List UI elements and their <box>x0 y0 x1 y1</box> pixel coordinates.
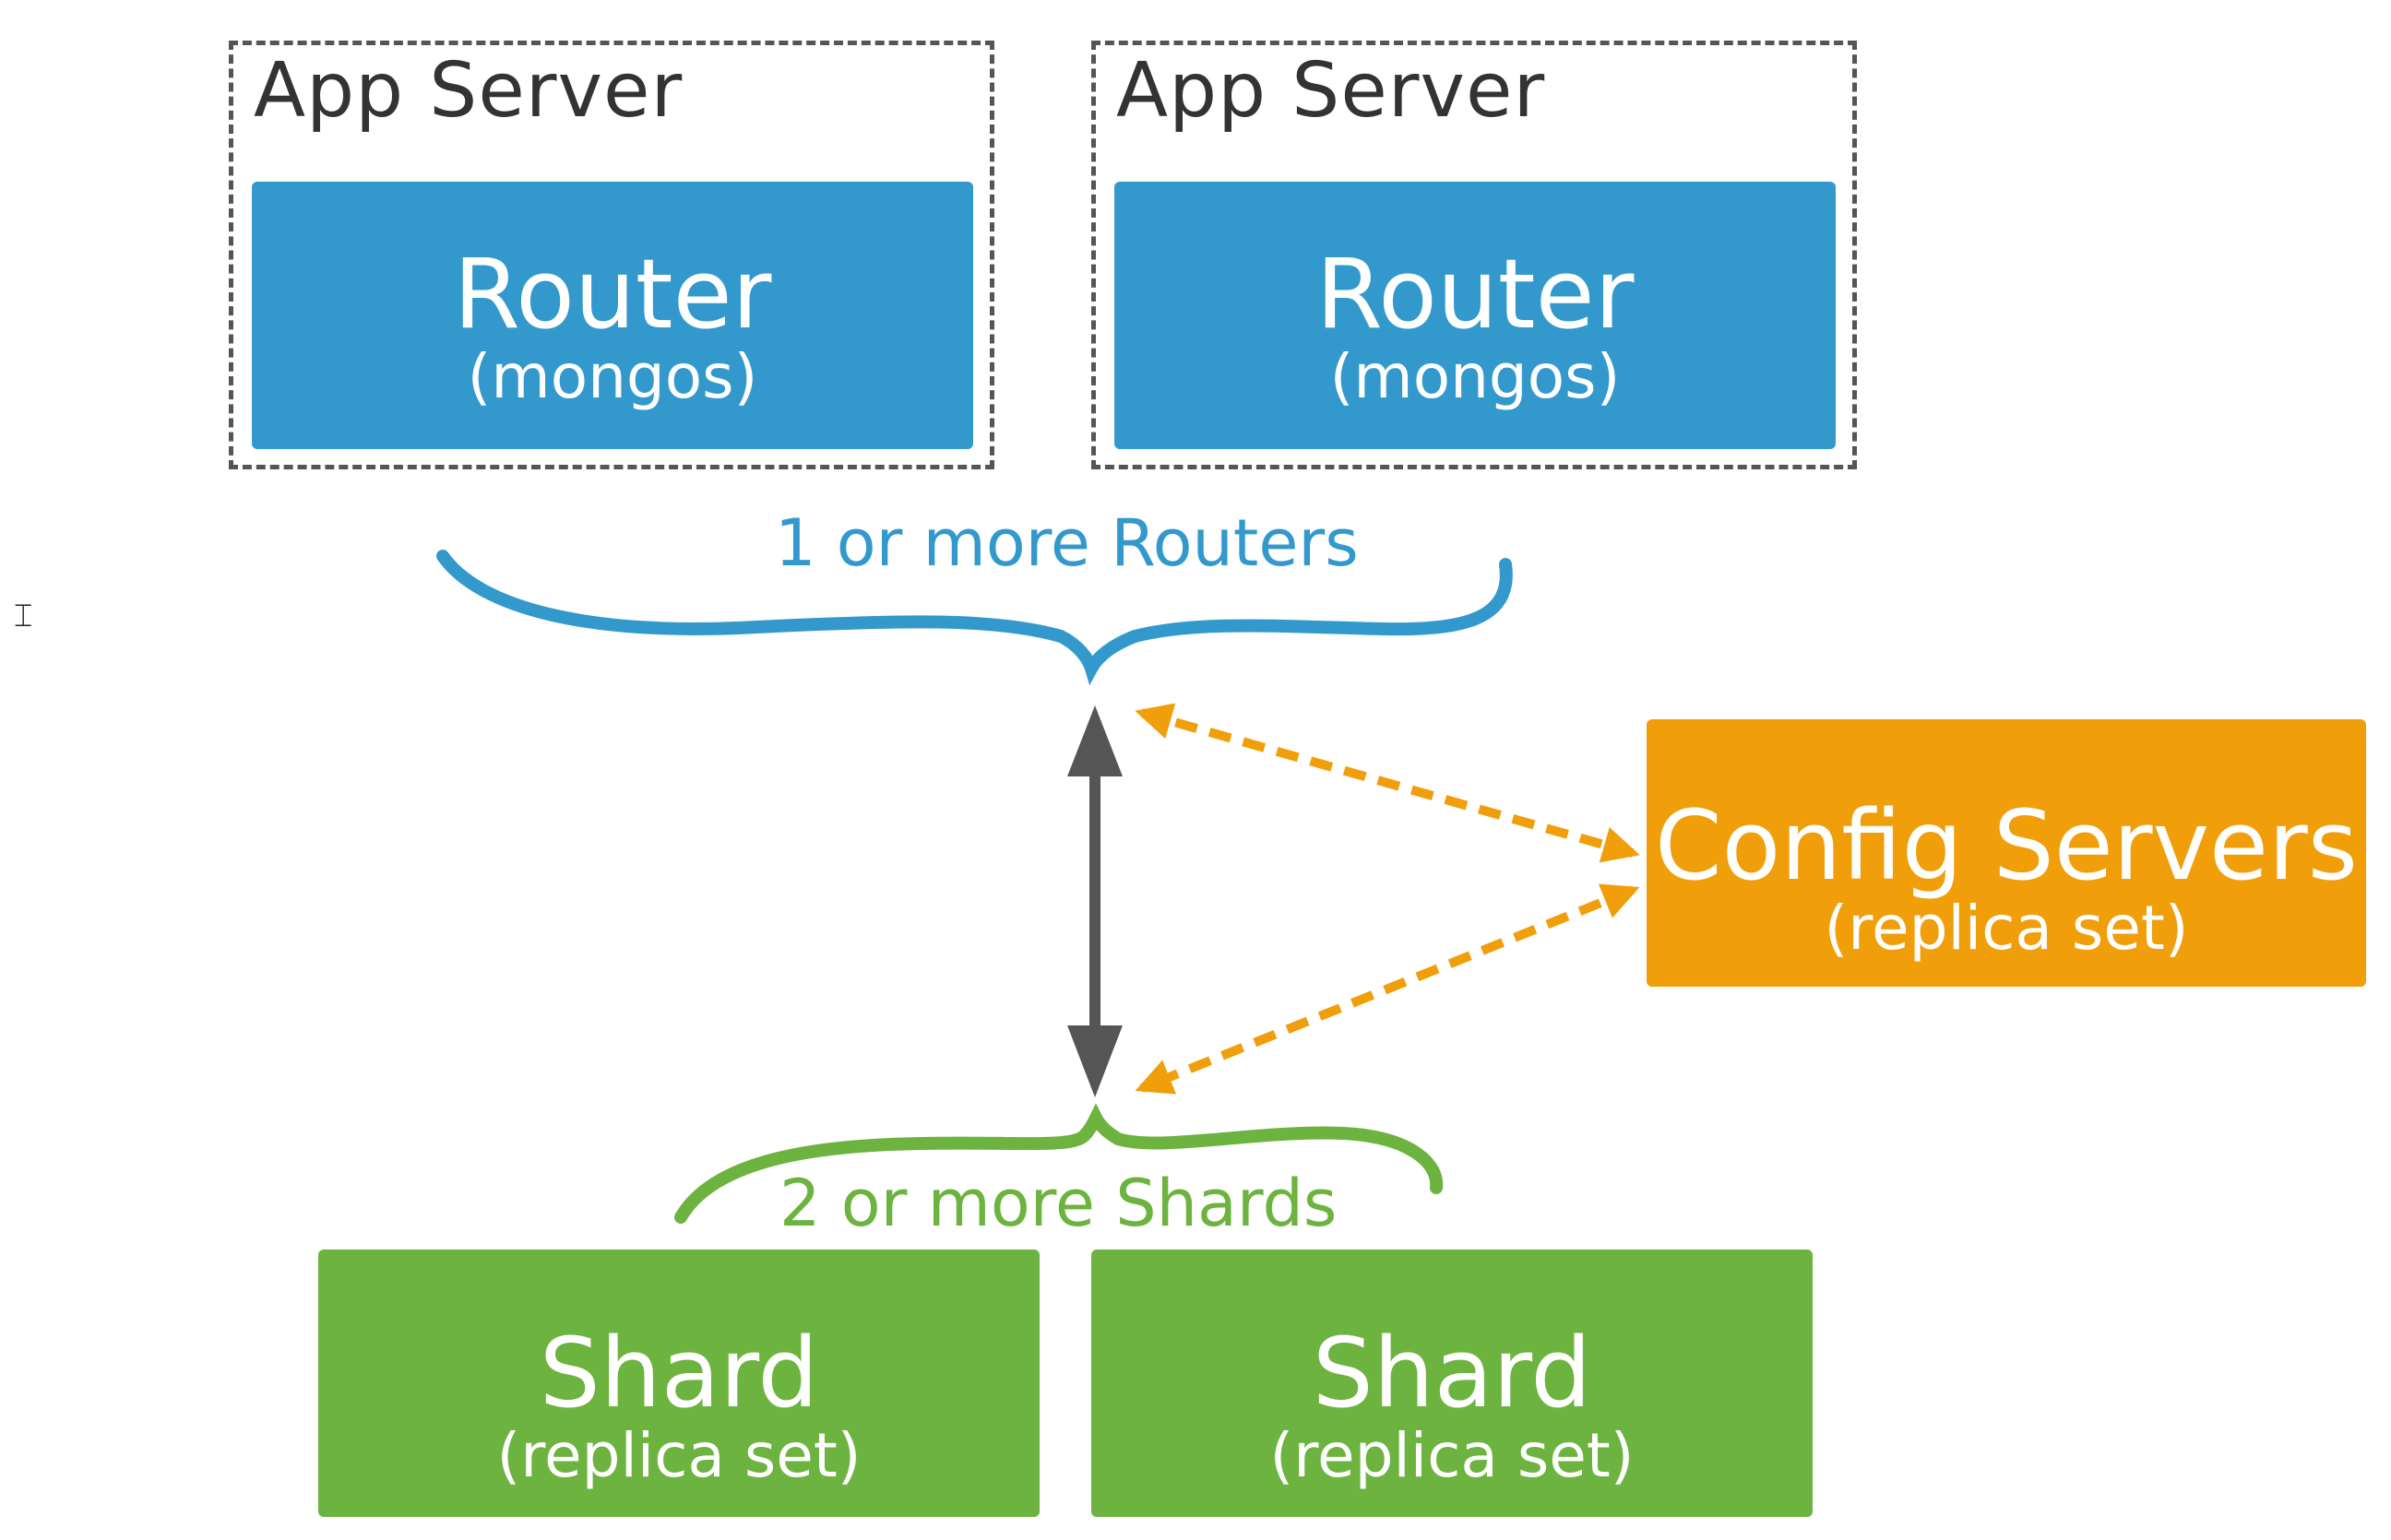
config-servers-subtitle: (replica set) <box>1824 893 2189 964</box>
router-title: Router <box>453 238 772 350</box>
shard-subtitle: (replica set) <box>1269 1420 1635 1491</box>
shards-brace <box>674 1103 1444 1224</box>
router-box-1: Router (mongos) <box>252 182 973 449</box>
config-router-arrow <box>1135 703 1640 863</box>
config-shard-arrow <box>1135 883 1640 1095</box>
app-server-label: App Server <box>1116 47 1546 135</box>
shard-box-2: Shard (replica set) <box>1091 1250 1813 1517</box>
app-server-label: App Server <box>254 47 684 135</box>
routers-caption: 1 or more Routers <box>775 505 1359 581</box>
routers-brace <box>436 550 1513 686</box>
router-shard-arrow <box>1067 705 1123 1097</box>
router-subtitle: (mongos) <box>467 341 758 412</box>
shard-subtitle: (replica set) <box>496 1420 862 1491</box>
app-server-container-1: App Server <box>229 41 994 469</box>
shard-title: Shard <box>1312 1317 1592 1429</box>
router-subtitle: (mongos) <box>1329 341 1621 412</box>
config-servers-box: Config Servers (replica set) <box>1647 719 2366 987</box>
shard-title: Shard <box>539 1317 819 1429</box>
router-title: Router <box>1315 238 1635 350</box>
shards-caption: 2 or more Shards <box>779 1166 1338 1241</box>
text-cursor-icon: ⌶ <box>14 598 33 634</box>
shard-box-1: Shard (replica set) <box>318 1250 1040 1517</box>
app-server-container-2: App Server <box>1091 41 1857 469</box>
config-servers-title: Config Servers <box>1655 789 2358 902</box>
router-box-2: Router (mongos) <box>1114 182 1836 449</box>
